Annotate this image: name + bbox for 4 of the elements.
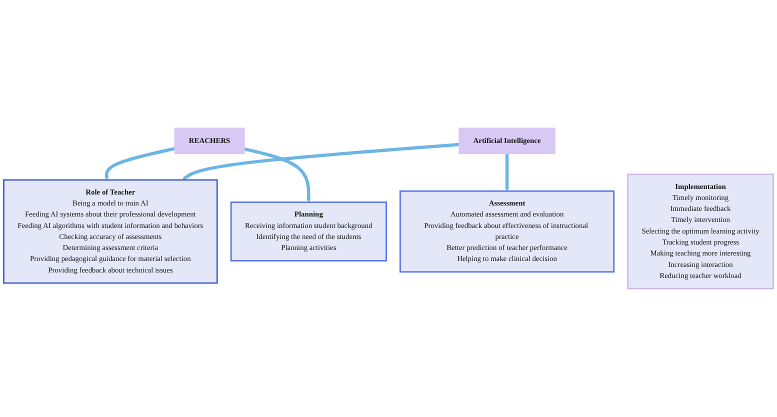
arrow [104,147,176,180]
arrow [504,153,510,192]
arrow [182,142,460,180]
arrow [244,147,311,202]
